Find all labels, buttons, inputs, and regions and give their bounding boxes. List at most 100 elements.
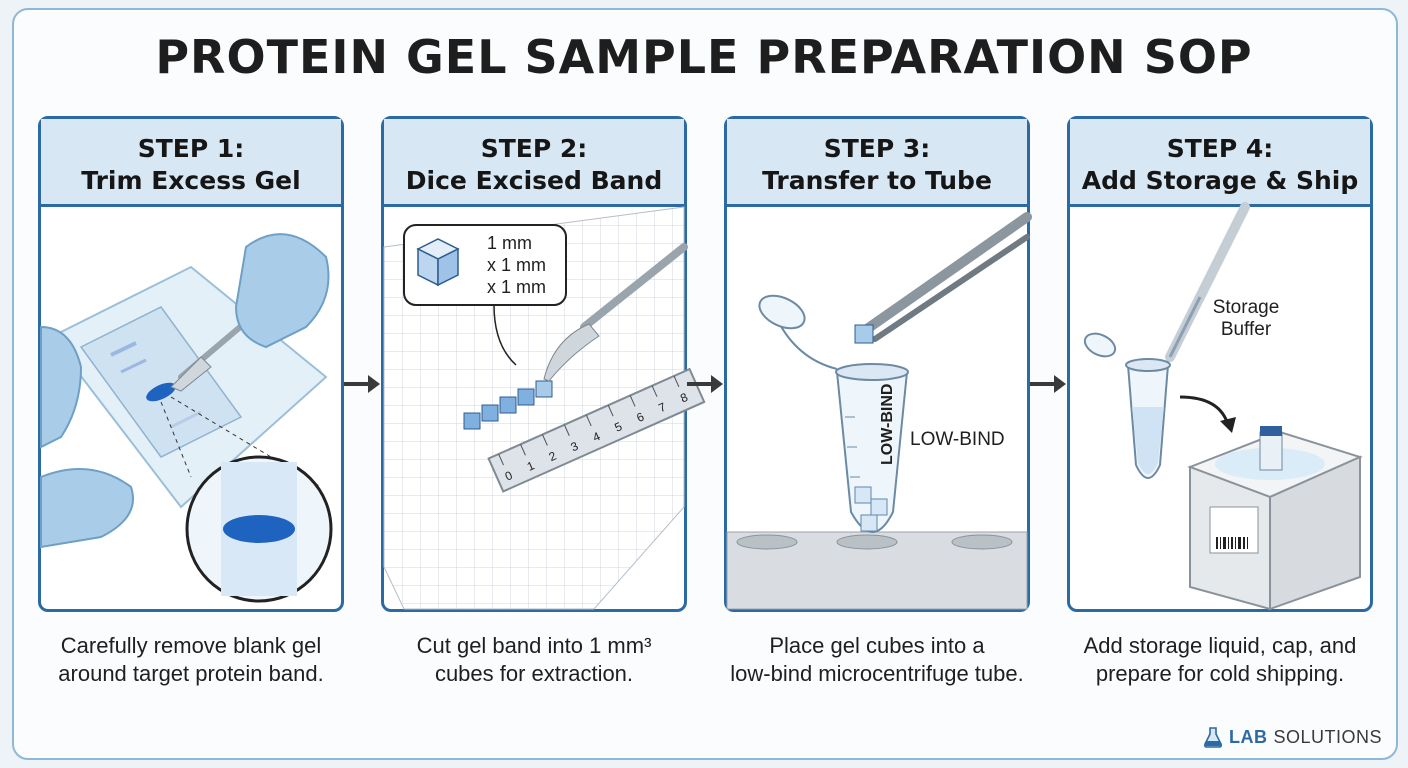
step-4-header: STEP 4: Add Storage & Ship bbox=[1070, 119, 1370, 207]
vial-cap bbox=[1260, 426, 1282, 436]
step-4-subheading: Add Storage & Ship bbox=[1081, 166, 1359, 195]
tube-rack bbox=[726, 531, 1028, 610]
gel-cube bbox=[860, 514, 878, 532]
step-4-caption-line2: prepare for cold shipping. bbox=[1095, 661, 1345, 686]
buffer-label-line1: Storage bbox=[1213, 297, 1280, 318]
step-1-panel: STEP 1: Trim Excess Gel bbox=[38, 116, 344, 612]
step-3-panel: STEP 3: Transfer to Tube LOW-BIND bbox=[724, 116, 1032, 612]
ruler-tick bbox=[498, 453, 504, 466]
pipette-tip bbox=[1168, 296, 1202, 358]
tweezer-arm bbox=[872, 234, 1030, 342]
gel-cube bbox=[854, 486, 872, 504]
barcode bbox=[1216, 537, 1248, 549]
gel-cube bbox=[463, 412, 481, 430]
trim-gel-illustration bbox=[40, 233, 333, 603]
gel-cube bbox=[535, 380, 553, 398]
storage-liquid bbox=[1132, 407, 1164, 474]
step-2-caption: Cut gel band into 1 mm³ cubes for extrac… bbox=[364, 632, 704, 688]
cooler-side bbox=[1269, 455, 1361, 611]
gel-cube bbox=[517, 388, 535, 406]
rack-hole bbox=[736, 534, 798, 550]
step-3-caption-line2: low-bind microcentrifuge tube. bbox=[730, 661, 1024, 686]
page-title: PROTEIN GEL SAMPLE PREPARATION SOP bbox=[155, 30, 1253, 84]
ruler-tick bbox=[585, 414, 592, 427]
scalpel-blade bbox=[170, 356, 212, 392]
low-bind-label: LOW-BIND bbox=[910, 429, 1005, 450]
brand-logo: LAB SOLUTIONS bbox=[1203, 726, 1382, 748]
step-3-caption-line1: Place gel cubes into a bbox=[769, 633, 985, 658]
step-1-caption: Carefully remove blank gel around target… bbox=[21, 632, 361, 688]
tube-cap bbox=[1083, 332, 1117, 358]
step-4-panel: STEP 4: Add Storage & Ship Storage Buffe… bbox=[1067, 116, 1373, 612]
step-2-header: STEP 2: Dice Excised Band bbox=[384, 119, 684, 207]
gel-cube bbox=[481, 404, 499, 422]
ruler-tick bbox=[563, 424, 570, 436]
tube-cap bbox=[758, 294, 806, 330]
brand-rest: SOLUTIONS bbox=[1273, 726, 1382, 747]
step-4-caption-line1: Add storage liquid, cap, and bbox=[1083, 633, 1357, 658]
glove-left bbox=[40, 325, 83, 449]
ruler-tick bbox=[520, 444, 526, 456]
step-1-caption-line2: around target protein band. bbox=[58, 661, 324, 686]
step-4-illustration: Storage Buffer bbox=[1070, 202, 1370, 611]
step-3-heading: STEP 3: bbox=[823, 134, 931, 163]
tube-rim bbox=[1125, 358, 1171, 372]
step-2-subheading: Dice Excised Band bbox=[405, 166, 663, 195]
callout-line3: x 1 mm bbox=[487, 277, 546, 297]
arrow-right-icon bbox=[687, 375, 723, 393]
sample-vial bbox=[1259, 431, 1283, 471]
target-band bbox=[146, 382, 176, 402]
rack-hole bbox=[951, 534, 1013, 550]
zoom-band bbox=[223, 515, 295, 543]
rack-hole bbox=[836, 534, 898, 550]
step-3-subheading: Transfer to Tube bbox=[762, 166, 992, 195]
step-2-caption-line2: cubes for extraction. bbox=[434, 661, 634, 686]
step-1-caption-line1: Carefully remove blank gel bbox=[60, 633, 322, 658]
step-2-heading: STEP 2: bbox=[480, 134, 588, 163]
step-4-caption: Add storage liquid, cap, and prepare for… bbox=[1050, 632, 1390, 688]
faint-band bbox=[120, 358, 147, 374]
tube-rim bbox=[835, 363, 909, 381]
step-1-heading: STEP 1: bbox=[137, 134, 245, 163]
tweezer-arm bbox=[862, 212, 1032, 334]
gel-cube bbox=[499, 396, 517, 414]
ruler-tick bbox=[629, 395, 636, 407]
gel-cube bbox=[854, 324, 874, 344]
arrow-right-icon bbox=[1030, 375, 1066, 393]
step-1-subheading: Trim Excess Gel bbox=[81, 166, 301, 195]
step-4-heading: STEP 4: bbox=[1166, 134, 1274, 163]
buffer-label-line2: Buffer bbox=[1221, 319, 1272, 340]
step-3-illustration: LOW-BIND LOW-BIND bbox=[726, 207, 1032, 610]
callout-line2: x 1 mm bbox=[487, 255, 546, 275]
glove-right bbox=[234, 233, 330, 349]
transfer-tube-illustration: LOW-BIND LOW-BIND bbox=[726, 212, 1032, 610]
ruler-tick bbox=[542, 434, 548, 446]
storage-ship-illustration: Storage Buffer bbox=[1083, 202, 1363, 611]
ruler-tick bbox=[673, 375, 680, 388]
faint-band bbox=[170, 410, 202, 429]
faint-band bbox=[110, 341, 137, 357]
ruler-tick bbox=[607, 405, 614, 417]
gel-slab bbox=[79, 306, 243, 458]
step-2-panel: STEP 2: Dice Excised Band bbox=[381, 116, 706, 612]
gel-cube bbox=[870, 498, 888, 516]
callout-pointer bbox=[493, 304, 517, 366]
tube-label: LOW-BIND bbox=[879, 384, 896, 465]
ruler-tick bbox=[651, 385, 658, 397]
cube-icon bbox=[416, 238, 460, 287]
arrow-right-icon bbox=[344, 375, 380, 393]
flask-icon bbox=[1203, 727, 1223, 748]
zoom-guide bbox=[160, 401, 192, 478]
step-3-caption: Place gel cubes into a low-bind microcen… bbox=[707, 632, 1047, 688]
step-3-header: STEP 3: Transfer to Tube bbox=[727, 119, 1027, 207]
callout-line1: 1 mm bbox=[487, 233, 532, 253]
glove-bottom bbox=[40, 468, 134, 549]
scalpel-handle bbox=[580, 243, 688, 331]
scalpel-blade bbox=[543, 323, 600, 382]
brand-strong: LAB bbox=[1228, 726, 1268, 747]
step-1-illustration bbox=[40, 207, 341, 609]
step-2-caption-line1: Cut gel band into 1 mm³ bbox=[416, 633, 652, 658]
curved-arrow-head bbox=[1220, 417, 1236, 433]
